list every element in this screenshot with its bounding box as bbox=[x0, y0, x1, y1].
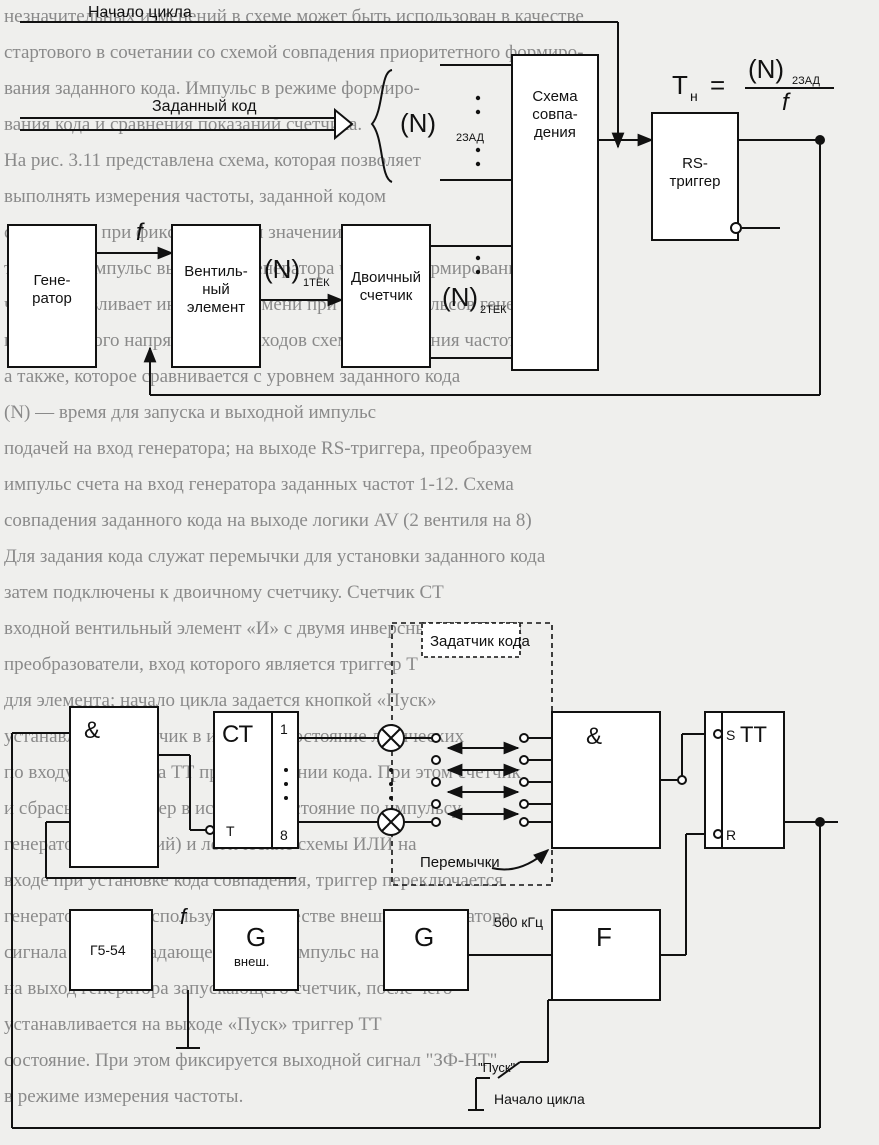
valve-label-3: элемент bbox=[187, 299, 245, 316]
formula-numerator: (N) bbox=[748, 54, 784, 84]
binary-counter-label-2: счетчик bbox=[360, 287, 413, 304]
binary-counter-label-1: Двоичный bbox=[351, 269, 421, 286]
ct-t-input: T bbox=[226, 823, 235, 839]
valve-label-1: Вентиль- bbox=[184, 263, 247, 280]
formula-lhs-sub: н bbox=[690, 88, 698, 104]
jumper-pins bbox=[431, 733, 529, 827]
rs-trigger-label-2: триггер bbox=[670, 173, 721, 190]
background-text-line: совпадения заданного кода на выходе логи… bbox=[4, 510, 532, 531]
background-text-line: (N) — время для запуска и выходной импул… bbox=[4, 402, 376, 423]
f-block-label: F bbox=[596, 922, 612, 952]
background-text-line: устанавливается на выходе «Пуск» триггер… bbox=[4, 1014, 382, 1035]
match-circuit-block bbox=[511, 54, 599, 371]
ct-label: СТ bbox=[222, 721, 254, 748]
generator-block bbox=[7, 224, 97, 368]
cycle-start-label-top: Начало цикла bbox=[88, 4, 192, 21]
jumpers-label: Перемычки bbox=[420, 854, 500, 871]
generator-label-1: Гене- bbox=[33, 272, 70, 289]
and-gate-1-block bbox=[69, 706, 159, 868]
f-block bbox=[551, 909, 661, 1001]
background-text-line: подачей на вход генератора; на выходе RS… bbox=[4, 438, 532, 459]
rs-trigger-block bbox=[651, 112, 739, 241]
formula-lhs: T bbox=[672, 70, 688, 100]
start-button-label: "Пуск" bbox=[478, 1060, 516, 1075]
frequency-f-top: f bbox=[136, 219, 145, 246]
inverted-output bbox=[730, 222, 742, 234]
ct-pin-top: 1 bbox=[280, 721, 288, 737]
g-ext-sub: внеш. bbox=[234, 954, 269, 969]
junction-dot-bottom bbox=[815, 817, 825, 827]
match-circuit-label-3: дения bbox=[534, 124, 576, 141]
formula-numerator-sub: 2ЗАД bbox=[792, 75, 820, 87]
binary-counter-block bbox=[341, 224, 431, 368]
rs-trigger-label-1: RS- bbox=[682, 155, 708, 172]
background-text-line: для элемента; начало цикла задается кноп… bbox=[4, 690, 437, 711]
background-text-line: затем подключены к двоичному счетчику. С… bbox=[4, 582, 444, 603]
tt-r-input: R bbox=[726, 827, 736, 843]
set-code-sub: 2ЗАД bbox=[456, 132, 484, 144]
top-diagram-blocks bbox=[7, 54, 739, 371]
bottom-diagram-lines bbox=[11, 732, 838, 1129]
ct-counter-block bbox=[213, 711, 299, 849]
formula-denominator: f bbox=[782, 89, 791, 116]
counter-output-sub: 2ТЕК bbox=[480, 304, 507, 316]
set-code-label: Заданный код bbox=[152, 98, 257, 115]
valve-output-value: (N) bbox=[264, 254, 300, 284]
g-int-block bbox=[383, 909, 469, 991]
valve-label-2: ный bbox=[202, 281, 229, 298]
g554-label: Г5-54 bbox=[90, 942, 126, 958]
generator-label-2: ратор bbox=[32, 290, 72, 307]
background-text-line: выполнять измерения частоты, заданной ко… bbox=[4, 186, 386, 207]
jumper-arrows bbox=[446, 741, 550, 871]
background-text-line: импульс счета на вход генератора заданны… bbox=[4, 474, 514, 495]
g554-block bbox=[69, 909, 153, 991]
counter-output-value: (N) bbox=[442, 282, 478, 312]
and-gate-2-block bbox=[551, 711, 661, 849]
code-setter-label: Задатчик кода bbox=[430, 633, 530, 650]
g-int-label: G bbox=[414, 922, 434, 952]
freq-500-label: 500 кГц bbox=[494, 914, 543, 930]
valve-block bbox=[171, 224, 261, 368]
background-text-line: генератора (внешний) и логические схемы … bbox=[4, 834, 417, 855]
and-gate-2-label: & bbox=[586, 723, 602, 750]
background-text-line: Для задания кода служат перемычки для ус… bbox=[4, 546, 546, 567]
background-text-line: вания заданного кода. Импульс в режиме ф… bbox=[4, 78, 420, 99]
formula-eq: = bbox=[710, 70, 725, 100]
match-circuit-label-1: Схема bbox=[532, 88, 578, 105]
background-text-line: преобразователи, вход которого является … bbox=[4, 654, 418, 675]
g-ext-label: G bbox=[246, 922, 266, 952]
tt-label: ТТ bbox=[740, 722, 767, 747]
background-text-line: На рис. 3.11 представлена схема, которая… bbox=[4, 150, 422, 171]
frequency-f-bottom: f bbox=[180, 904, 189, 929]
ct-pin-bottom: 8 bbox=[280, 827, 288, 843]
match-circuit-label-2: совпа- bbox=[532, 106, 577, 123]
ellipsis-dots bbox=[475, 95, 481, 275]
background-text-line: а также, которое сравнивается с уровнем … bbox=[4, 366, 461, 387]
background-text-line: входе при установке кода совпадения, три… bbox=[4, 870, 503, 891]
junction-dot bbox=[815, 135, 825, 145]
background-text-line: состояние. При этом фиксируется выходной… bbox=[4, 1050, 497, 1071]
g-ext-block bbox=[213, 909, 299, 991]
cycle-start-label-bottom: Начало цикла bbox=[494, 1091, 585, 1107]
top-diagram-lines bbox=[20, 21, 821, 396]
set-code-value: (N) bbox=[400, 108, 436, 138]
background-text-line: в режиме измерения частоты. bbox=[4, 1086, 243, 1107]
valve-output-sub: 1ТЕК bbox=[303, 277, 330, 289]
and-gate-1-label: & bbox=[84, 717, 100, 744]
background-text-line: стартового в сочетании со схемой совпаде… bbox=[4, 42, 584, 63]
tt-s-input: S bbox=[726, 727, 735, 743]
